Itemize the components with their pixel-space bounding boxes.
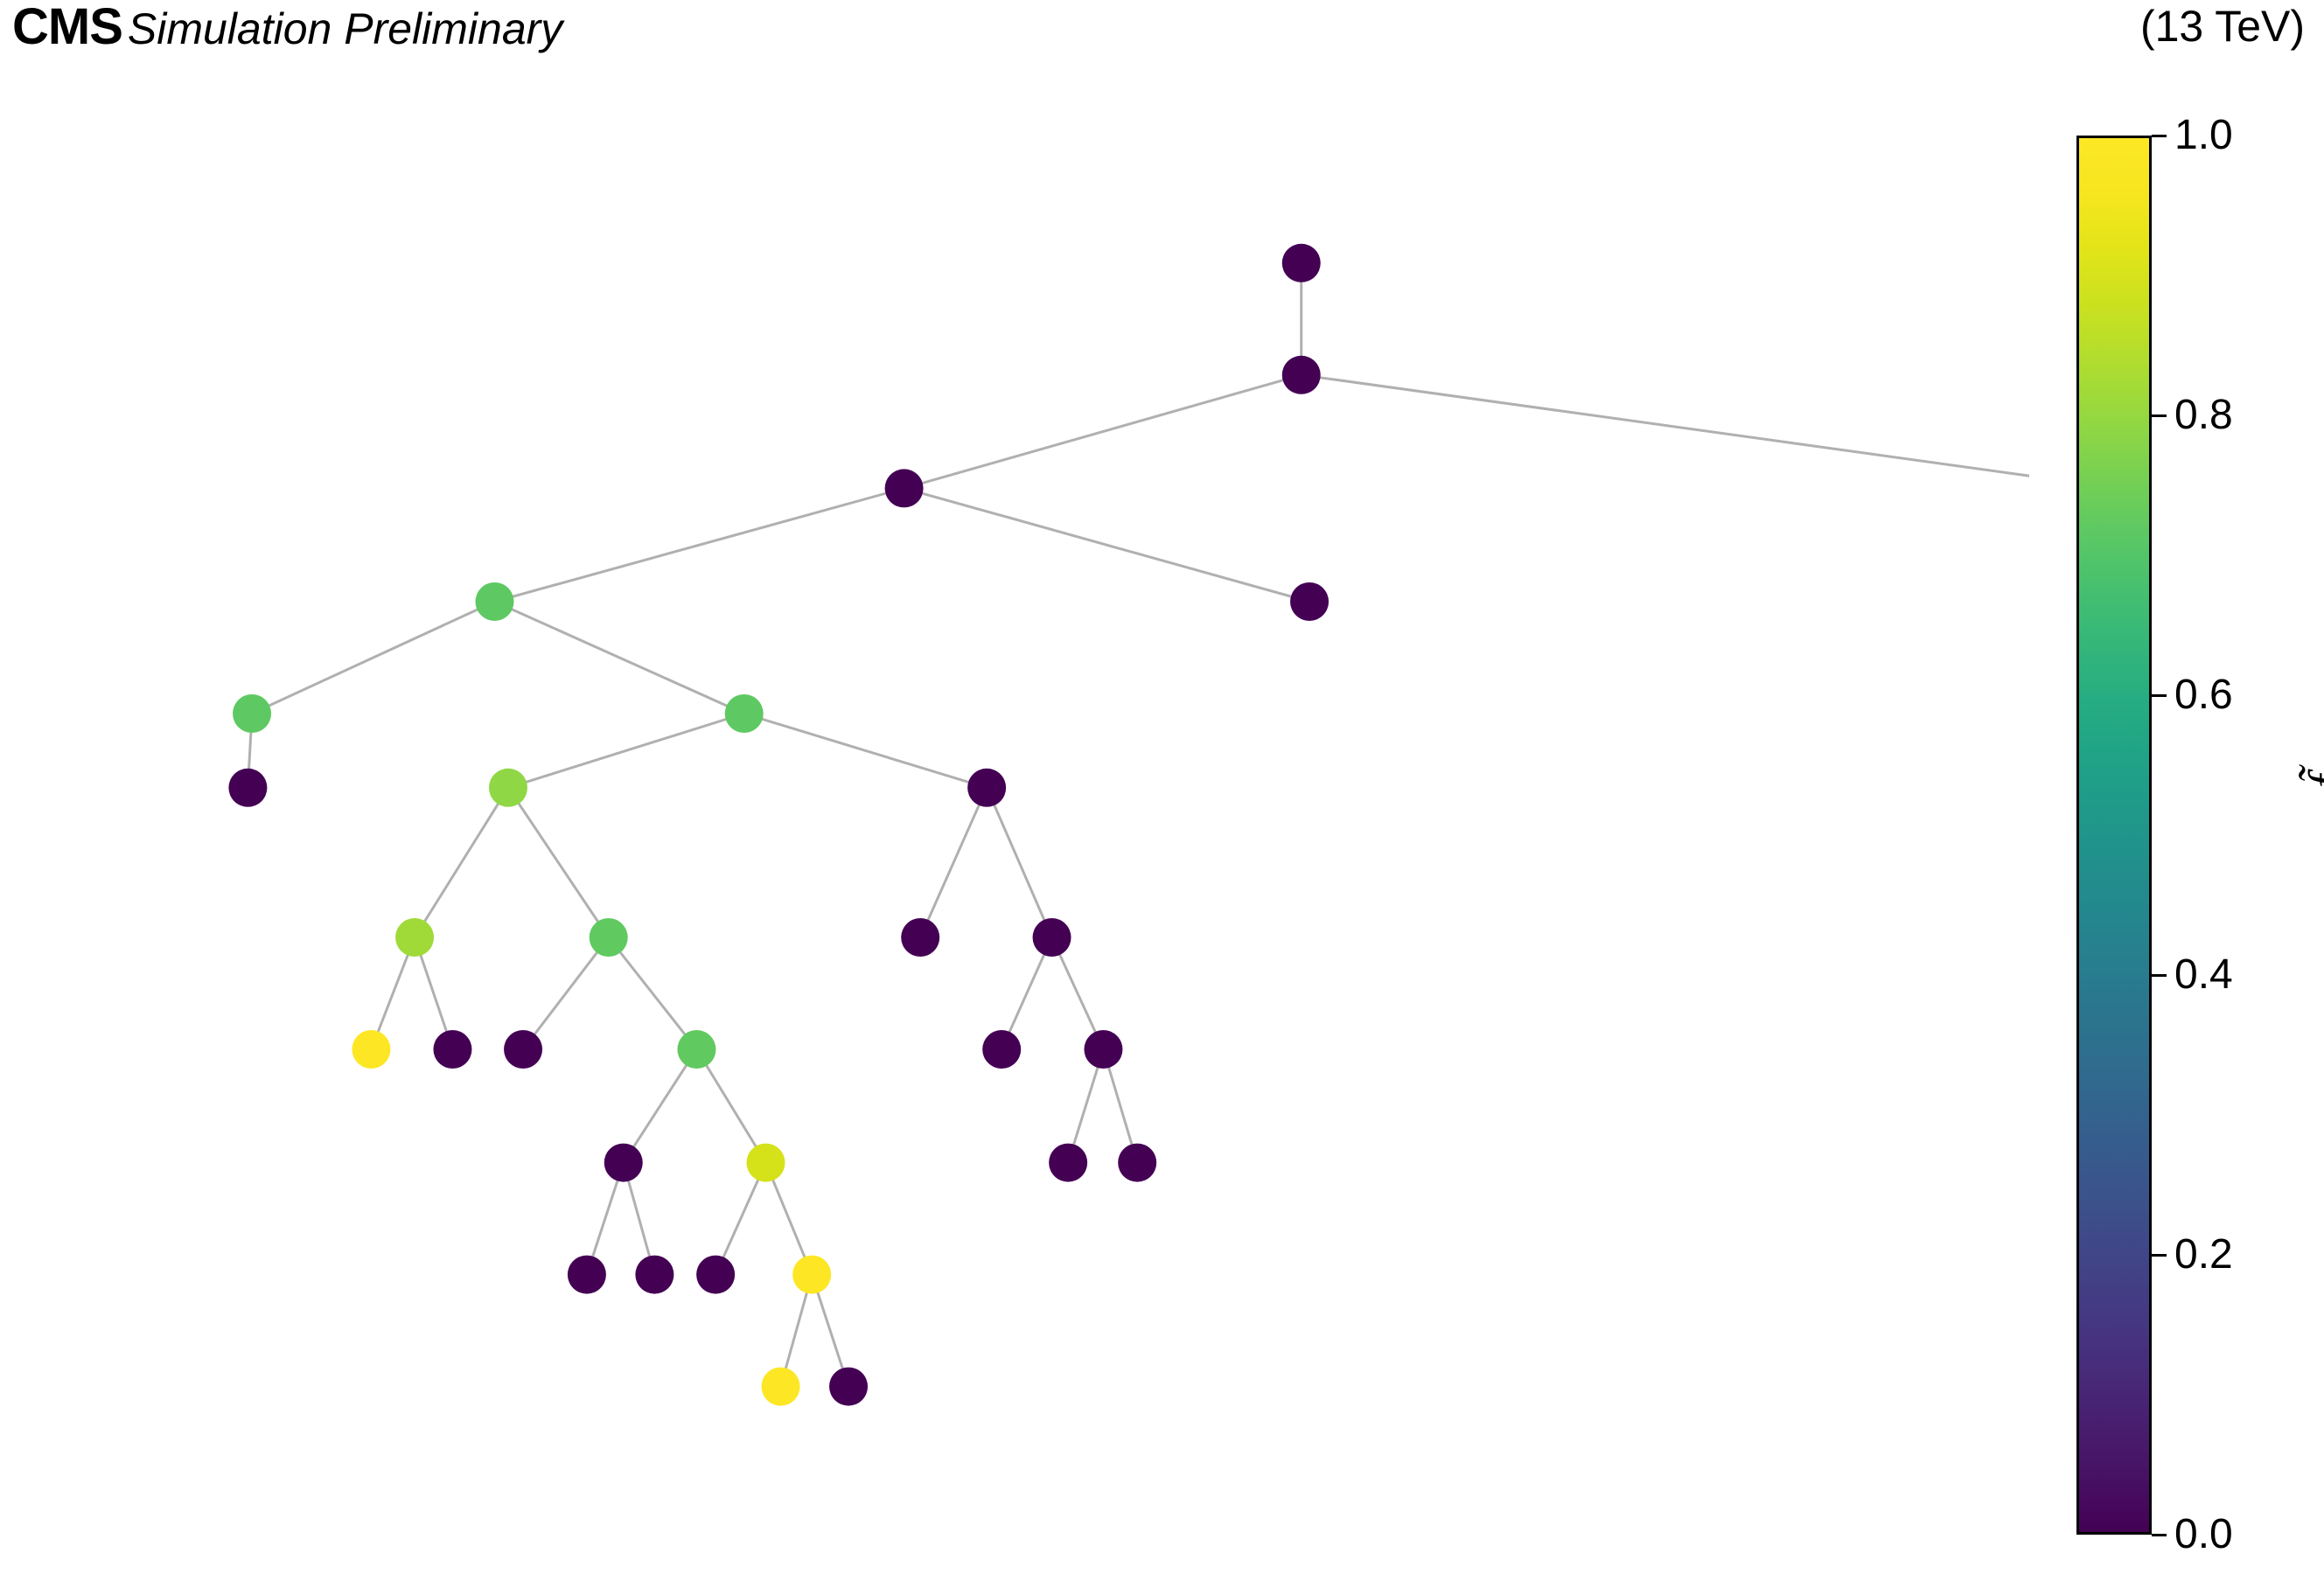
colorbar-axis-label: f̃μ — [2300, 668, 2324, 878]
tree-edge — [903, 373, 1303, 490]
colorbar-tick-mark — [2152, 1533, 2167, 1536]
tree-node[interactable] — [696, 1255, 736, 1294]
tree-node[interactable] — [1281, 243, 1321, 282]
colorbar-tick-label: 0.4 — [2174, 951, 2233, 998]
tree-node[interactable] — [677, 1030, 716, 1069]
tree-node[interactable] — [1032, 918, 1071, 957]
colorbar-tick-mark — [2152, 973, 2167, 977]
tree-node[interactable] — [475, 582, 514, 621]
tree-edge — [622, 1048, 698, 1165]
tree-edge — [622, 1161, 656, 1277]
tree-node[interactable] — [901, 918, 940, 957]
tree-node[interactable] — [1290, 582, 1329, 621]
tree-edge — [1050, 936, 1105, 1051]
tree-edge — [521, 936, 611, 1051]
cms-header: CMS Simulation Preliminary — [12, 2, 562, 52]
tree-node[interactable] — [982, 1030, 1022, 1069]
tree-edge — [918, 786, 988, 939]
tree-node[interactable] — [792, 1255, 832, 1294]
colorbar-tick-mark — [2152, 134, 2167, 137]
tree-node[interactable] — [746, 1143, 785, 1182]
tree-edge — [743, 712, 988, 790]
tree-node[interactable] — [1049, 1143, 1088, 1182]
tree-edge — [506, 786, 611, 939]
tree-edge — [694, 1048, 767, 1165]
tree-edge — [810, 1273, 850, 1389]
colorbar: 0.0 0.2 0.4 0.6 0.8 1.0 f̃μ — [2076, 115, 2324, 1556]
tree-edge — [493, 486, 906, 603]
cms-status-text: Simulation Preliminary — [127, 4, 563, 53]
tree-node[interactable] — [504, 1030, 543, 1069]
tree-edge — [607, 936, 698, 1051]
tree-edge — [493, 600, 746, 715]
tree-node[interactable] — [233, 694, 272, 733]
colorbar-tick-label: 0.2 — [2174, 1231, 2233, 1278]
colorbar-tick-label: 1.0 — [2174, 112, 2233, 158]
tree-node[interactable] — [433, 1030, 472, 1069]
tree-node[interactable] — [352, 1030, 391, 1069]
tree-edge — [413, 936, 454, 1051]
cms-logo-text: CMS — [12, 0, 123, 55]
colorbar-gradient[interactable] — [2076, 136, 2152, 1535]
tree-node[interactable] — [829, 1367, 869, 1406]
tree-edge — [1300, 373, 2029, 477]
tree-node[interactable] — [604, 1143, 643, 1182]
tree-edge — [506, 712, 746, 790]
colorbar-label-symbol: f̃ — [2300, 775, 2324, 789]
tree-node[interactable] — [489, 768, 527, 807]
tree-edge — [985, 786, 1054, 939]
tree-edge — [764, 1161, 813, 1277]
colorbar-tick-label: 0.6 — [2174, 672, 2233, 718]
beam-energy-label: (13 TeV) — [2139, 2, 2305, 51]
tree-node-layer — [228, 243, 1329, 1406]
tree-edge — [1101, 1048, 1139, 1165]
tree-edge — [413, 786, 510, 939]
tree-node[interactable] — [589, 918, 628, 957]
tree-edge — [369, 936, 416, 1051]
colorbar-tick-mark — [2152, 693, 2167, 697]
colorbar-tick-label: 0.8 — [2174, 392, 2233, 438]
tree-node[interactable] — [967, 768, 1007, 807]
tree-edge — [903, 486, 1311, 603]
tree-edge — [1000, 936, 1054, 1051]
tree-node[interactable] — [635, 1255, 674, 1294]
tree-node[interactable] — [1281, 355, 1321, 394]
tree-edge — [1066, 1048, 1105, 1165]
jet-clustering-tree — [0, 79, 2029, 1595]
colorbar-tick-mark — [2152, 414, 2167, 417]
tree-node[interactable] — [567, 1255, 606, 1294]
tree-node[interactable] — [1084, 1030, 1123, 1069]
tree-node[interactable] — [1118, 1143, 1157, 1182]
tree-node[interactable] — [724, 694, 764, 733]
tree-edge-layer — [246, 261, 2029, 1389]
tree-node[interactable] — [228, 768, 268, 807]
tree-node[interactable] — [395, 918, 435, 957]
colorbar-tick-label: 0.0 — [2174, 1511, 2233, 1557]
tree-svg — [228, 243, 2029, 1406]
colorbar-tick-mark — [2152, 1253, 2167, 1257]
tree-node[interactable] — [884, 469, 924, 508]
tree-edge — [250, 600, 496, 715]
tree-edge — [714, 1161, 767, 1277]
tree-node[interactable] — [761, 1367, 800, 1406]
tree-edge — [585, 1161, 625, 1277]
tree-edge — [779, 1273, 813, 1389]
